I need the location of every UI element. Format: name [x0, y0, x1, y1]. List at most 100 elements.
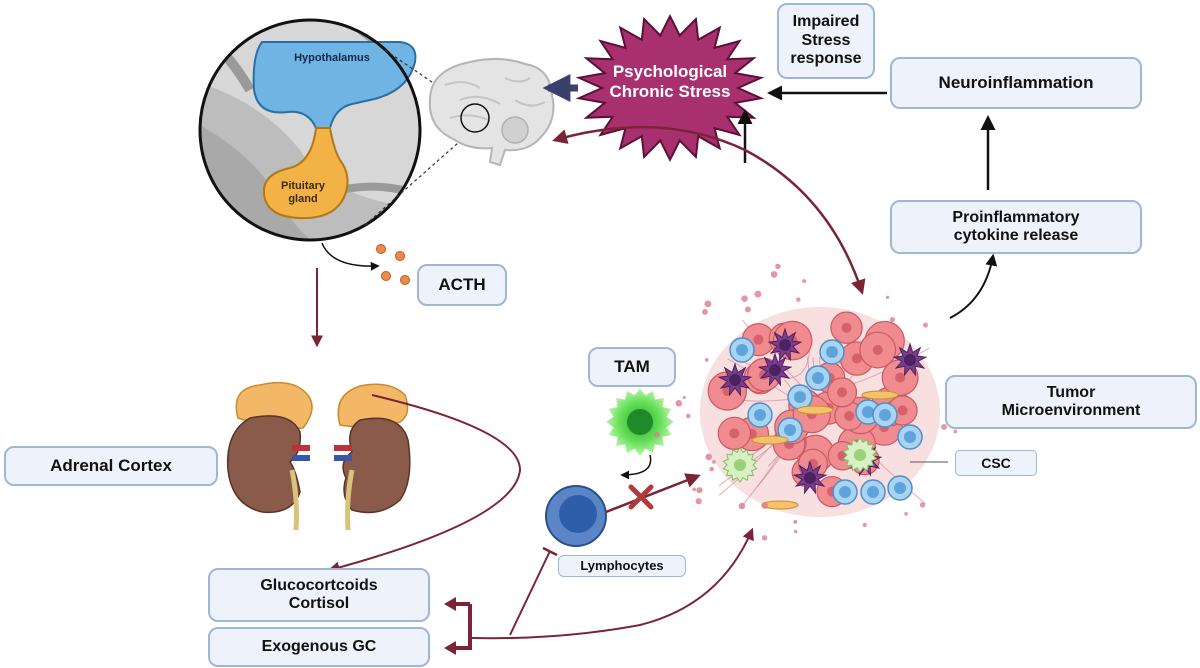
- tumor-microenvironment-cluster: [654, 263, 986, 541]
- tumor-cell-nucleus: [729, 428, 740, 439]
- stress-label-line1: Psychological: [612, 62, 728, 81]
- pituitary-label: Pituitary gland: [268, 180, 338, 206]
- tumor-particle: [686, 413, 691, 419]
- immune-cell-nucleus: [867, 486, 879, 498]
- tumor-particle: [705, 453, 713, 461]
- exogenous-gc-box: Exogenous GC: [208, 627, 430, 667]
- tam-nucleus: [627, 409, 653, 435]
- tumor-particle: [885, 295, 890, 300]
- tumor-particle: [692, 487, 697, 492]
- tumor-particle: [953, 429, 958, 434]
- tumor-microenvironment-box: Tumor Microenvironment: [945, 375, 1197, 429]
- fibroblast-cell: [796, 405, 834, 415]
- tumor-cell-nucleus: [872, 345, 883, 356]
- pituitary-gland-shape: [262, 127, 349, 220]
- pituitary-label-line1: Pituitary: [280, 180, 325, 192]
- dendritic-cell-nucleus: [804, 472, 816, 484]
- neuroinflammation-box: Neuroinflammation: [890, 57, 1142, 109]
- left-kidney: [226, 415, 302, 514]
- dendritic-cell-nucleus: [779, 339, 791, 351]
- cytokine-line1: Proinflammatory: [952, 208, 1080, 226]
- magnified-brain-circle: [198, 18, 422, 242]
- immune-cell-nucleus: [839, 486, 851, 498]
- impaired-line3: response: [790, 50, 862, 68]
- arrow-brain-tumor-bidirectional: [552, 125, 866, 295]
- tumor-particle: [793, 519, 798, 524]
- tumor-particle: [695, 498, 702, 505]
- lymphocyte-cell: [545, 485, 607, 547]
- tumor-particle: [754, 290, 762, 298]
- immune-cell-nucleus: [862, 406, 874, 418]
- tumor-cell-nucleus: [895, 372, 906, 383]
- arrow-gc-to-tumor: [469, 527, 754, 640]
- tumor-particle: [770, 271, 778, 278]
- tumor-particle: [702, 309, 708, 315]
- arrow-tam-to-lymphocyte: [620, 454, 652, 480]
- stress-label-line2: Chronic Stress: [609, 82, 731, 102]
- immune-cell-nucleus: [754, 409, 766, 421]
- inhibition-bar: [542, 546, 558, 557]
- tumor-particle: [741, 295, 748, 302]
- gc-bracket-arrowhead-top: [444, 597, 456, 611]
- dendritic-cell-nucleus: [769, 364, 781, 376]
- lymphocytes-box: Lymphocytes: [558, 555, 686, 577]
- tumor-particle: [919, 502, 926, 508]
- tumor-particle: [654, 432, 661, 438]
- tumor-line2: Microenvironment: [1001, 402, 1141, 419]
- impaired-line1: Impaired: [792, 13, 860, 31]
- immune-cell-nucleus: [736, 344, 748, 356]
- tumor-cell-nucleus: [837, 387, 848, 398]
- right-kidney: [342, 417, 411, 514]
- fibroblast-cell: [751, 435, 789, 445]
- immune-cell-nucleus: [784, 424, 796, 436]
- tumor-particle: [862, 522, 867, 528]
- impaired-line2: Stress: [801, 31, 851, 49]
- tumor-cell-nucleus: [844, 411, 855, 422]
- tumor-particle: [941, 423, 948, 430]
- tumor-particle: [704, 357, 709, 362]
- tumor-particle: [775, 263, 781, 270]
- tumor-particle: [709, 466, 714, 472]
- arrow-lymphocyte-to-tumor: [605, 473, 701, 514]
- fibroblast-cell: [861, 390, 899, 400]
- dendritic-cell-nucleus: [729, 374, 741, 386]
- tumor-cell-nucleus: [841, 322, 852, 333]
- arrow-tumor-to-cytokine: [949, 253, 998, 319]
- impaired-stress-response-box: Impaired Stress response: [777, 3, 875, 79]
- block-x-icon: [628, 484, 654, 510]
- gc-line1: Glucocortcoids: [260, 576, 378, 594]
- tumor-particle: [711, 459, 716, 464]
- tumor-cell-nucleus: [852, 353, 863, 364]
- arrow-adrenal-to-glucocorticoids: [327, 394, 522, 574]
- gc-bracket: [452, 602, 472, 650]
- tumor-particle: [696, 487, 703, 494]
- tumor-particle: [904, 511, 908, 516]
- tumor-particle: [761, 502, 769, 509]
- immune-cell-nucleus: [794, 391, 806, 403]
- acth-box: ACTH: [417, 264, 507, 306]
- tumor-cell-nucleus: [753, 334, 764, 345]
- cytokine-release-box: Proinflammatory cytokine release: [890, 200, 1142, 254]
- tumor-particle: [889, 316, 895, 323]
- brain-icon: [428, 58, 555, 167]
- tumor-particle: [682, 396, 686, 400]
- tumor-particle: [796, 297, 801, 302]
- hypothalamus-label: Hypothalamus: [294, 52, 370, 64]
- acth-molecules: [376, 244, 410, 285]
- tumor-particle: [793, 529, 798, 534]
- immune-cell-nucleus: [894, 482, 906, 494]
- tumor-particle: [675, 400, 683, 407]
- tumor-line1: Tumor: [1046, 383, 1096, 401]
- arrow-pituitary-to-acth: [321, 242, 380, 271]
- tumor-particle: [744, 306, 751, 313]
- stress-label: Psychological Chronic Stress: [585, 62, 755, 103]
- tumor-particle: [738, 502, 746, 510]
- adrenal-cortex-box: Adrenal Cortex: [4, 446, 218, 486]
- pituitary-label-line2: gland: [288, 193, 318, 206]
- adrenal-kidneys-illustration: [226, 381, 411, 531]
- glucocorticoids-box: Glucocortcoids Cortisol: [208, 568, 430, 622]
- immune-cell-nucleus: [879, 409, 891, 421]
- cytokine-line2: cytokine release: [953, 227, 1079, 244]
- csc-cell-nucleus: [854, 449, 866, 461]
